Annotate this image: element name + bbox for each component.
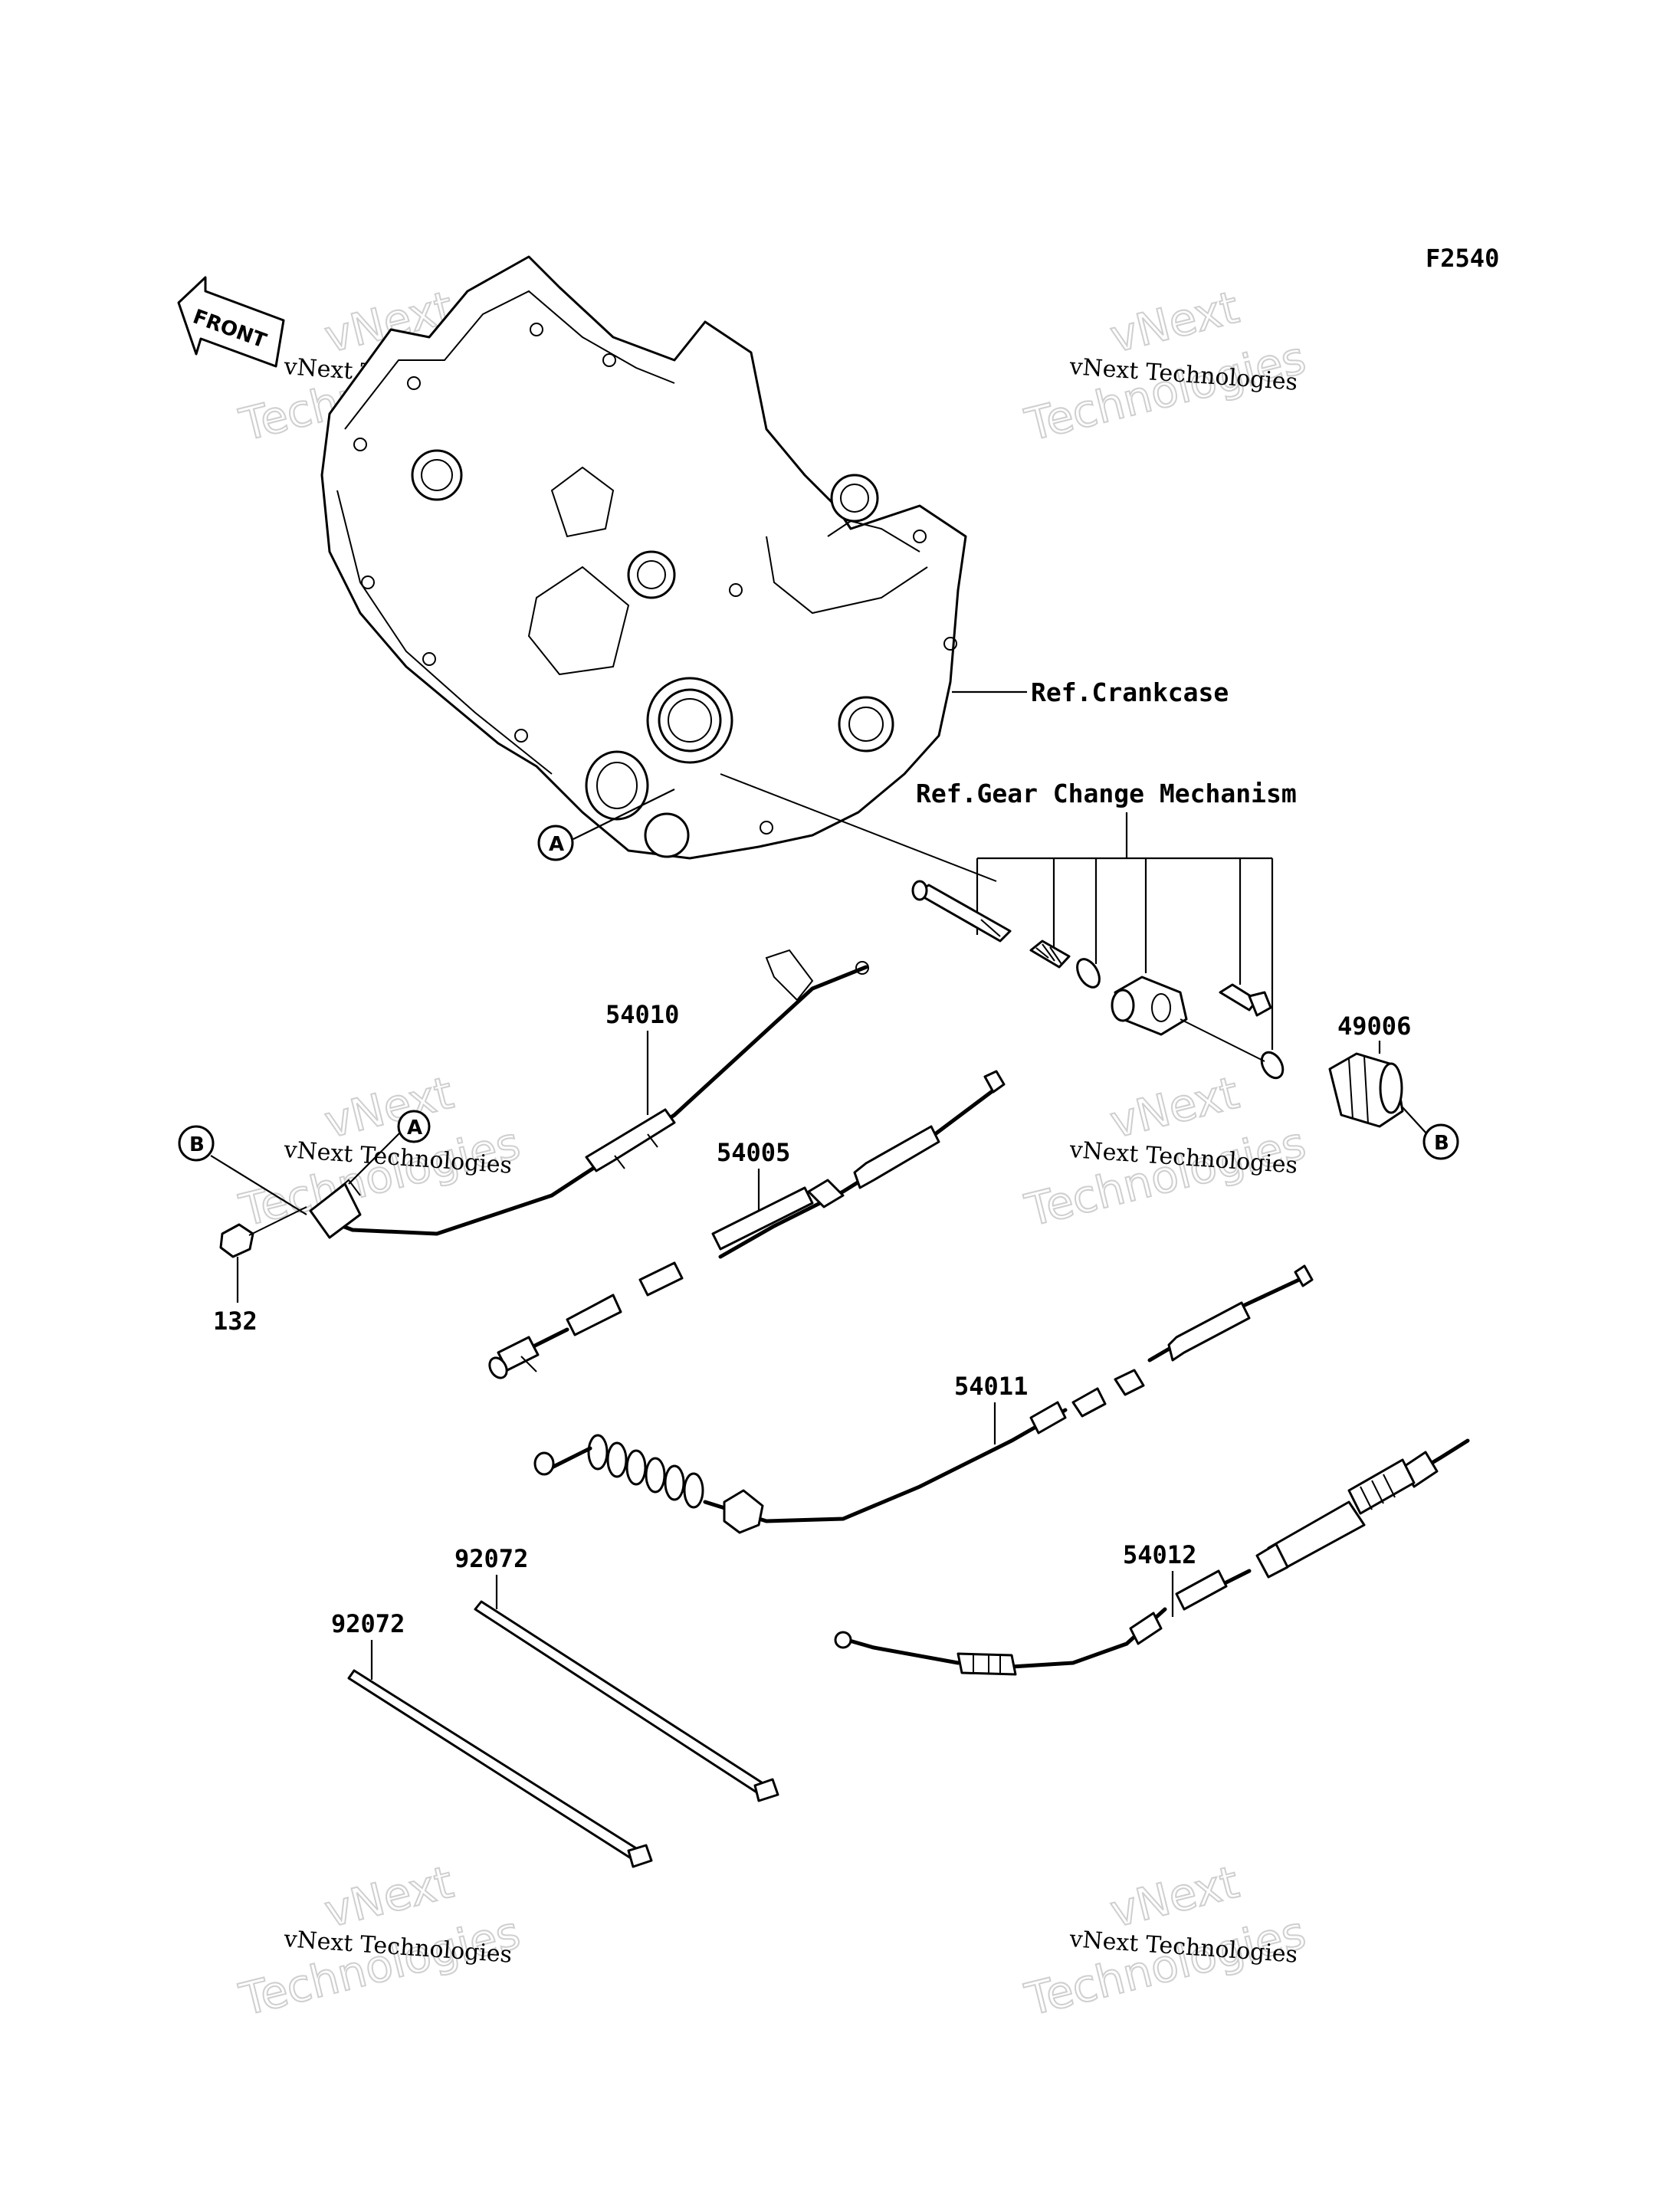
part-49006-label: 49006 (1337, 1012, 1411, 1041)
part-92072-upper-label: 92072 (454, 1544, 528, 1573)
callout-b-right: B (1422, 1123, 1459, 1160)
gear-change-guide (1111, 976, 1188, 1036)
front-arrow-icon: FRONT (177, 276, 285, 368)
part-54010-label: 54010 (605, 1000, 679, 1029)
part-54010-cable (309, 949, 869, 1239)
ref-gear-change-label: Ref.Gear Change Mechanism (916, 779, 1297, 808)
gear-change-washer (1260, 1051, 1285, 1080)
ref-crankcase-label: Ref.Crankcase (1031, 677, 1229, 707)
part-92072-tie-lower (347, 1669, 653, 1868)
callout-a-lower: A (397, 1110, 431, 1143)
watermark-bottom-left: vNext Technologies vNext Technologies (234, 1855, 526, 2027)
callout-a-upper-label: A (549, 833, 564, 856)
gear-change-oring (1076, 958, 1101, 989)
part-54012-label: 54012 (1123, 1540, 1196, 1569)
watermark-top-right: vNext Technologies vNext Technologies (1019, 280, 1311, 452)
part-54011-label: 54011 (954, 1372, 1028, 1401)
gear-change-spring (1029, 939, 1071, 969)
part-54005-cable (488, 1070, 1006, 1379)
callout-a-upper-leader (573, 789, 675, 840)
callout-a-lower-leader (348, 1132, 401, 1185)
part-54011-cable (533, 1264, 1314, 1534)
part-54012-cable (834, 1438, 1470, 1676)
watermark-mid-right: vNext Technologies vNext Technologies (1019, 1066, 1311, 1238)
part-54005-label: 54005 (717, 1138, 790, 1167)
part-49006-boot (1328, 1052, 1404, 1128)
callout-a-lower-label: A (407, 1117, 422, 1139)
shaft-axis-line (720, 773, 997, 882)
watermark-bottom-right: vNext Technologies vNext Technologies (1019, 1855, 1311, 2027)
callout-b-right-label: B (1434, 1132, 1449, 1155)
callout-b-right-leader (1402, 1107, 1428, 1135)
part-92072-tie-upper (474, 1600, 779, 1802)
part-132-bolt (219, 1206, 307, 1258)
callout-b-left: B (178, 1125, 215, 1162)
guide-axis-line (1180, 1018, 1265, 1062)
callout-b-left-leader (210, 1155, 307, 1215)
gear-change-bracket (976, 812, 1274, 1050)
callout-a-upper: A (537, 825, 574, 861)
gear-change-bolt (1219, 983, 1272, 1017)
watermark-mid-left: vNext Technologies vNext Technologies (234, 1066, 526, 1238)
figure-code: F2540 (1426, 244, 1499, 273)
part-132-label: 132 (213, 1307, 258, 1336)
part-92072-lower-label: 92072 (331, 1609, 405, 1638)
part-54011-bellows (587, 1434, 704, 1509)
crankcase-drawing (320, 255, 967, 860)
gear-change-shaft (911, 880, 1012, 943)
callout-b-left-label: B (189, 1133, 205, 1156)
